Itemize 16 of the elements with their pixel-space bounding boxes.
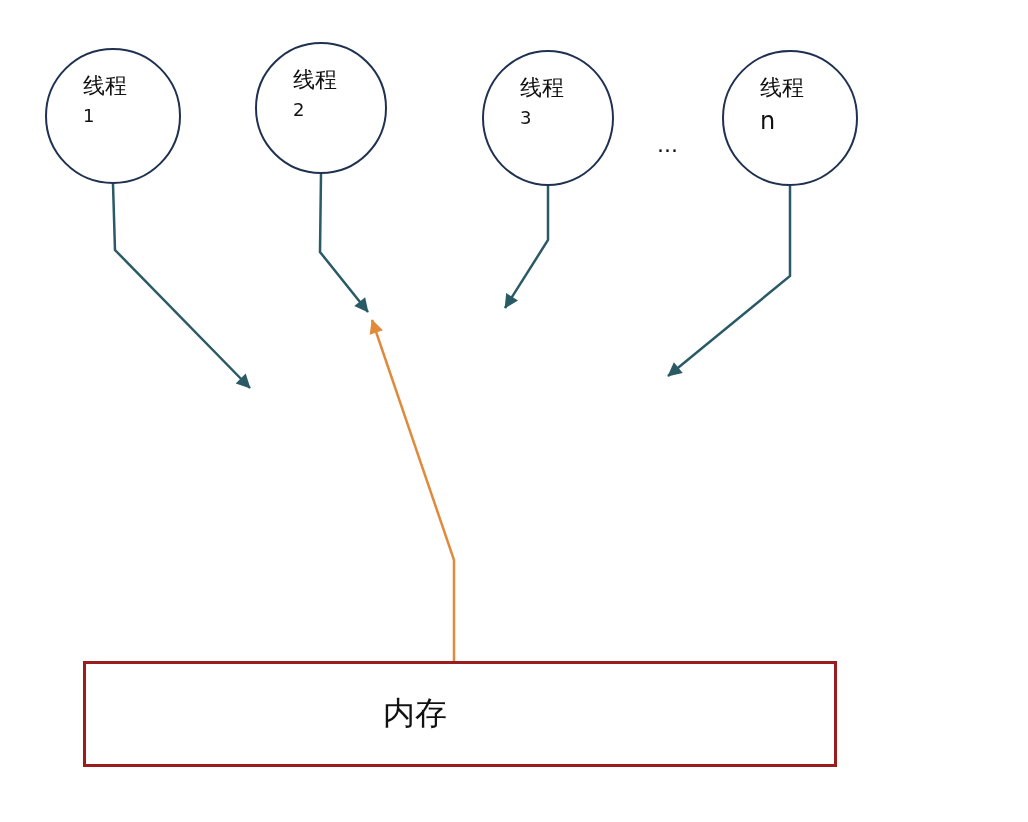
memory-label: 内存 [383,693,447,734]
arrow [318,174,369,313]
thread-label: 线程 [293,66,337,94]
arrow [369,319,456,661]
thread-label: 线程 [83,72,127,100]
thread-number: 2 [293,98,305,120]
memory-box [83,661,837,767]
arrow [667,186,792,377]
thread-label: 线程 [520,74,564,102]
arrow [111,183,251,389]
arrow [503,186,550,309]
thread-number: 3 [520,106,532,128]
ellipsis-label: ... [657,132,678,157]
thread-number: n [760,106,776,135]
thread-number: 1 [83,104,95,126]
thread-label: 线程 [760,74,804,102]
